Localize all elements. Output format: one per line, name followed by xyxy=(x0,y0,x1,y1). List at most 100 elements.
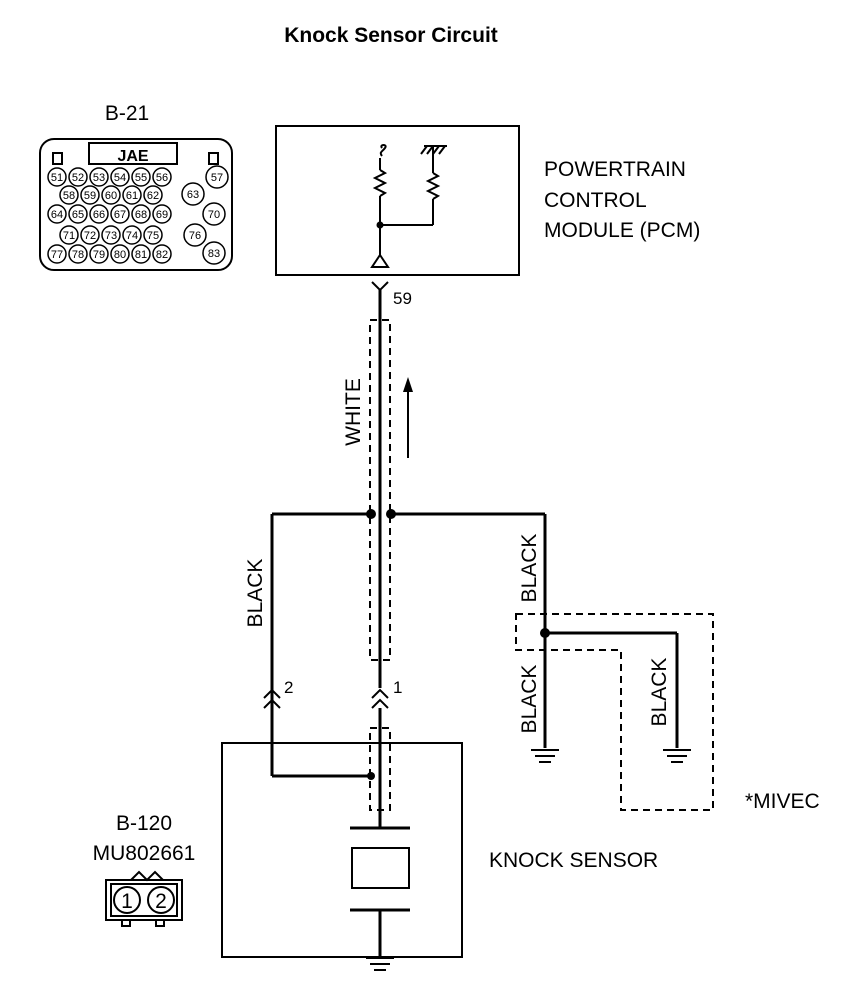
connector-b120: B-120 MU802661 1 2 xyxy=(93,812,196,927)
connector-b21-pin-56 xyxy=(152,167,172,187)
pcm-pin-59-label: 59 xyxy=(393,289,412,308)
connector-b21-pin-73 xyxy=(101,225,121,245)
connector-b21-pin-75 xyxy=(143,225,163,245)
ground-icon-sensor xyxy=(366,957,394,971)
connector-b21-pin-63 xyxy=(181,182,205,206)
pcm-resistor-right xyxy=(425,172,441,200)
connector-b21-pin-52 xyxy=(68,167,88,187)
pcm-pin-59-connector-icon xyxy=(371,281,389,292)
connector-b21-pin-label: 58 xyxy=(63,190,75,202)
connector-b21-pin-54 xyxy=(110,167,130,187)
left-black-wire-label: BLACK xyxy=(244,559,267,628)
connector-b21-pin-label: 59 xyxy=(84,190,96,202)
connector-b21-pin-53 xyxy=(89,167,109,187)
ground-right-black-wire-label: BLACK xyxy=(648,658,671,727)
connector-b21-pin-79 xyxy=(89,244,109,264)
knock-sensor-box xyxy=(221,742,463,958)
connector-b21-pin-label: 65 xyxy=(72,209,84,221)
connector-b21-pin-69 xyxy=(152,204,172,224)
connector-b21-pin-label: 60 xyxy=(105,190,117,202)
left-black-drain-wire xyxy=(270,514,375,780)
knock-sensor xyxy=(221,708,463,971)
connector-b21-pin-label: 81 xyxy=(135,249,147,261)
connector-b21-pin-51 xyxy=(47,167,67,187)
connector-b21-pin-label: 61 xyxy=(126,190,138,202)
sensor-pin-1-label: 1 xyxy=(393,678,402,697)
connector-b21-pin-label: 77 xyxy=(51,249,63,261)
connector-b21-pin-74 xyxy=(122,225,142,245)
connector-b21-pin-label: 78 xyxy=(72,249,84,261)
connector-b21-pin-60 xyxy=(101,185,121,205)
pcm: POWERTRAIN CONTROL MODULE (PCM) xyxy=(275,125,700,276)
connector-b21-pin-72 xyxy=(80,225,100,245)
connector-b21-pin-55 xyxy=(131,167,151,187)
connector-b21-pin-label: 56 xyxy=(156,172,168,184)
connector-b21-id: B-21 xyxy=(105,102,149,125)
connector-b21-pin-82 xyxy=(152,244,172,264)
knock-sensor-label: KNOCK SENSOR xyxy=(489,849,658,872)
connector-b21-pin-66 xyxy=(89,204,109,224)
connector-b120-pin-2-label: 2 xyxy=(155,890,167,913)
connector-b21-pin-label: 62 xyxy=(147,190,159,202)
white-wire-label: WHITE xyxy=(342,378,365,446)
ground-icon-right xyxy=(663,749,691,763)
connector-b21-pin-label: 75 xyxy=(147,230,159,242)
connector-b21-pin-label: 76 xyxy=(189,230,201,242)
pcm-box xyxy=(275,125,520,276)
connector-b21-pin-62 xyxy=(143,185,163,205)
connector-b21-pin-64 xyxy=(47,204,67,224)
connector-b120-inner xyxy=(110,883,178,917)
pcm-noise-symbol xyxy=(379,144,387,157)
connector-b21-pin-label: 54 xyxy=(114,172,126,184)
diagram-title: Knock Sensor Circuit xyxy=(284,24,498,47)
connector-b21-pin-label: 51 xyxy=(51,172,63,184)
connector-b21-pin-59 xyxy=(80,185,100,205)
connector-b21-pin-label: 52 xyxy=(72,172,84,184)
right-ground-branch xyxy=(515,514,714,811)
connector-b120-pin-2 xyxy=(147,886,175,914)
connector-b21-pin-label: 64 xyxy=(51,209,63,221)
connector-b21-pin-label: 70 xyxy=(208,209,220,221)
connector-b21-pin-label: 57 xyxy=(211,172,223,184)
connector-b21-pin-78 xyxy=(68,244,88,264)
connector-b21-lock-tab xyxy=(88,142,178,165)
ground-left-black-wire-label: BLACK xyxy=(518,665,541,734)
connector-b120-part-number: MU802661 xyxy=(93,842,196,865)
right-upper-black-wire-label: BLACK xyxy=(518,534,541,603)
connector-b120-pin-1-label: 1 xyxy=(121,890,133,913)
pcm-label-line2: CONTROL xyxy=(544,189,647,212)
connector-b21-guide-right xyxy=(208,152,219,165)
connector-b21-pin-label: 73 xyxy=(105,230,117,242)
connector-b21-pin-label: 72 xyxy=(84,230,96,242)
mivec-note: *MIVEC xyxy=(745,790,820,813)
connector-b120-foot-right xyxy=(155,919,165,927)
connector-b21-pin-label: 68 xyxy=(135,209,147,221)
signal-direction-arrow-icon xyxy=(403,377,413,458)
connector-b21-pin-58 xyxy=(59,185,79,205)
connector-b21-pin-68 xyxy=(131,204,151,224)
connector-b21-pin-label: 79 xyxy=(93,249,105,261)
connector-b21-pin-label: 82 xyxy=(156,249,168,261)
piezo-element xyxy=(351,847,410,889)
connector-b21-pin-label: 80 xyxy=(114,249,126,261)
connector-b120-id: B-120 xyxy=(116,812,172,835)
connector-b21-pin-label: 74 xyxy=(126,230,138,242)
connector-b21-maker: JAE xyxy=(117,148,148,165)
connector-b21-pin-label: 83 xyxy=(208,248,220,260)
connector-b120-body xyxy=(105,879,183,921)
connector-b21-pin-label: 69 xyxy=(156,209,168,221)
pcm-chassis-ground-icon xyxy=(420,145,447,155)
connector-b21-pin-label: 67 xyxy=(114,209,126,221)
connector-b21-pin-label: 63 xyxy=(187,189,199,201)
connector-b21-pin-61 xyxy=(122,185,142,205)
connector-b21-outline xyxy=(39,138,233,271)
mivec-dashed-boundary xyxy=(515,613,714,811)
pcm-label-line3: MODULE (PCM) xyxy=(544,219,700,242)
connector-b21-pin-67 xyxy=(110,204,130,224)
pcm-resistor-left xyxy=(372,169,388,197)
connector-b21-pin-57 xyxy=(205,165,229,189)
sensor-pin-2-label: 2 xyxy=(284,678,293,697)
connector-b120-latch xyxy=(130,870,164,882)
